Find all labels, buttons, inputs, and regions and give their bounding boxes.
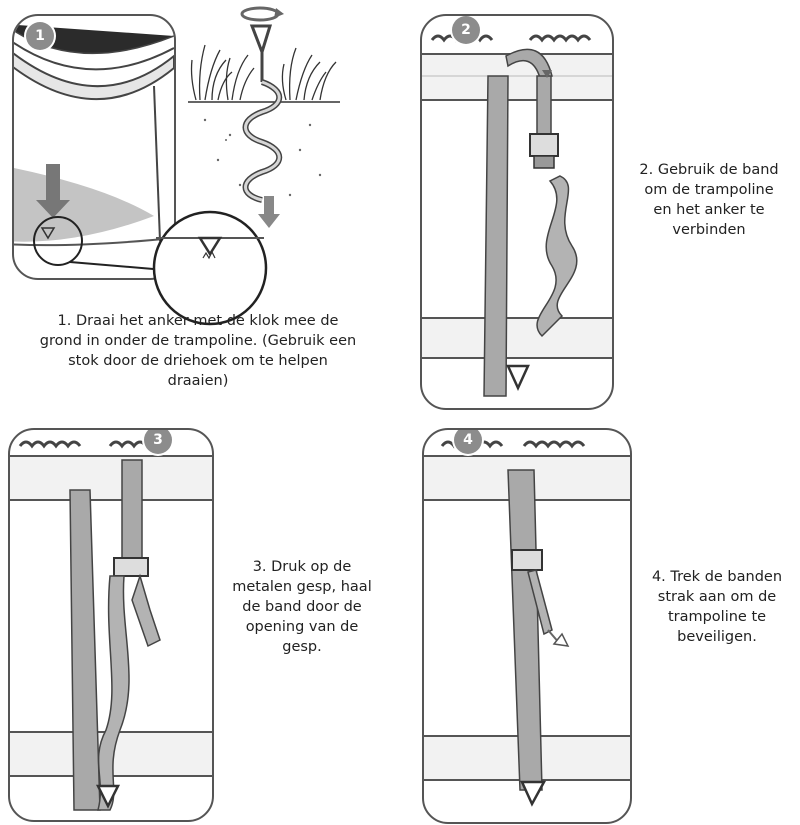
step-4-panel: 4 [422, 428, 632, 824]
step-1-caption: 1. Draai het anker met de klok mee de gr… [39, 313, 357, 389]
strap-attach-illustration [422, 34, 612, 397]
down-arrow-icon [36, 164, 70, 218]
buckle-press-illustration [10, 440, 212, 811]
tighten-strap-illustration [424, 440, 630, 807]
step-4-badge: 4 [454, 430, 482, 454]
step-3-badge: 3 [144, 430, 172, 454]
anchor-icon [520, 780, 547, 807]
anchor-icon [506, 364, 530, 392]
anchor-icon [95, 784, 121, 809]
buckle-icon [529, 133, 559, 169]
anchor-icon [40, 227, 56, 240]
step-3-caption: 3. Druk op de metalen gesp, haal de band… [232, 559, 372, 655]
grass-icon [190, 44, 337, 101]
pull-arrow-icon [547, 629, 570, 647]
down-arrow-icon [258, 196, 280, 228]
trampoline-illustration [14, 24, 174, 266]
step-2-caption: 2. Gebruik de band om de trampoline en h… [639, 162, 779, 238]
step-1-badge: 1 [26, 22, 54, 50]
step-2-panel: 2 [420, 14, 614, 410]
buckle-icon [113, 557, 149, 577]
step-3-panel: 3 [8, 428, 214, 822]
step-1-panel: 1 [12, 14, 176, 280]
step-4-caption: 4. Trek de banden strak aan om de trampo… [651, 569, 783, 645]
rotate-arrow-icon [240, 6, 284, 22]
anchor-icon [197, 236, 223, 257]
buckle-icon [511, 549, 543, 571]
step-2-badge: 2 [452, 16, 480, 44]
